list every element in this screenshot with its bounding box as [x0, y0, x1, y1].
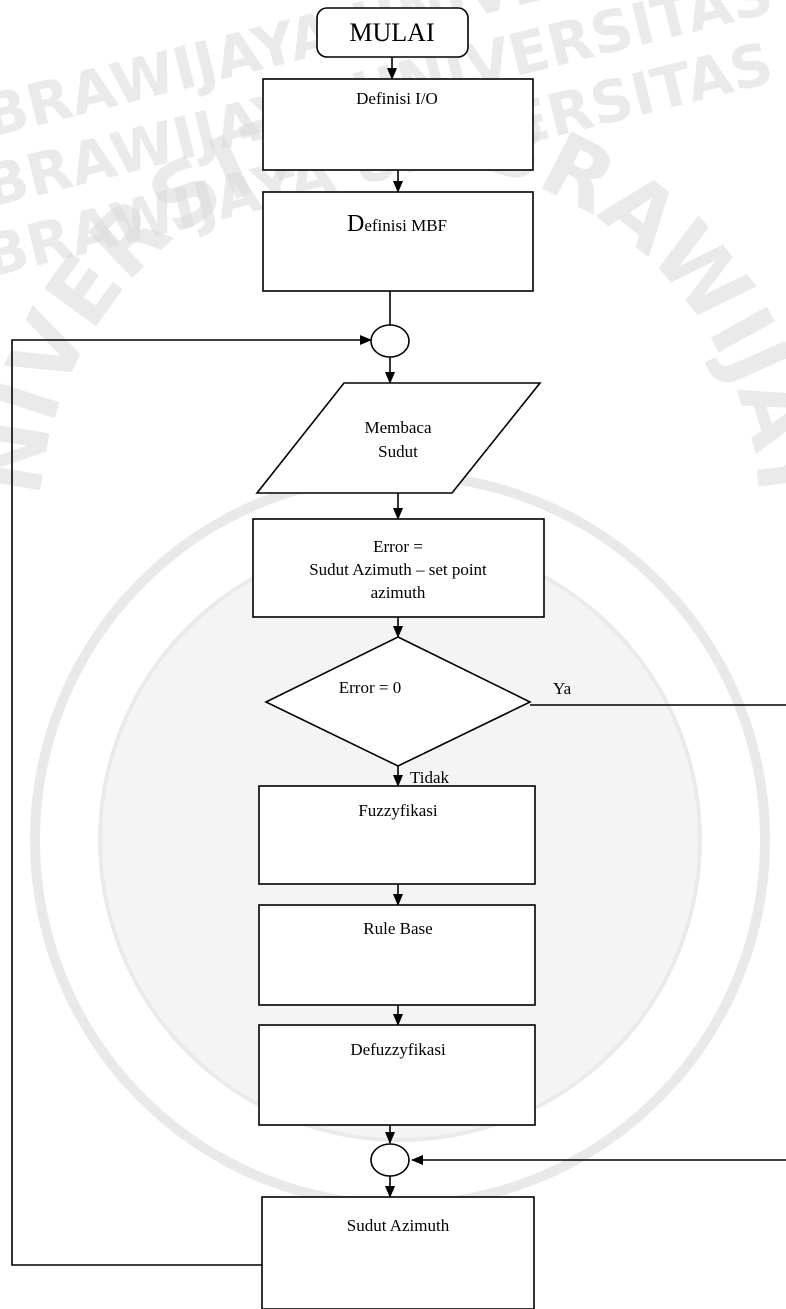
error-calc-label-line2: Sudut Azimuth – set point [309, 560, 487, 579]
define-mbf-rest: efinisi MBF [364, 216, 447, 235]
decision-label: Error = 0 [339, 678, 401, 697]
define-io-label: Definisi I/O [356, 89, 438, 108]
fuzzify-label: Fuzzyfikasi [358, 801, 438, 820]
decision-no-label: Tidak [410, 768, 450, 787]
error-calc-label-line3: azimuth [371, 583, 426, 602]
error-calc-label-line1: Error = [373, 537, 423, 556]
define-mbf-box [263, 192, 533, 291]
junction-bottom [371, 1144, 409, 1176]
output-box [262, 1197, 534, 1309]
read-angle-label-line2: Sudut [378, 442, 418, 461]
read-angle-parallelogram [257, 383, 540, 493]
defuzzify-label: Defuzzyfikasi [350, 1040, 446, 1059]
decision-yes-label: Ya [553, 679, 572, 698]
junction-top [371, 325, 409, 357]
rule-base-label: Rule Base [363, 919, 432, 938]
read-angle-label-line1: Membaca [364, 418, 431, 437]
output-label: Sudut Azimuth [347, 1216, 450, 1235]
start-label: MULAI [349, 18, 434, 47]
define-mbf-initial: D [347, 211, 364, 237]
